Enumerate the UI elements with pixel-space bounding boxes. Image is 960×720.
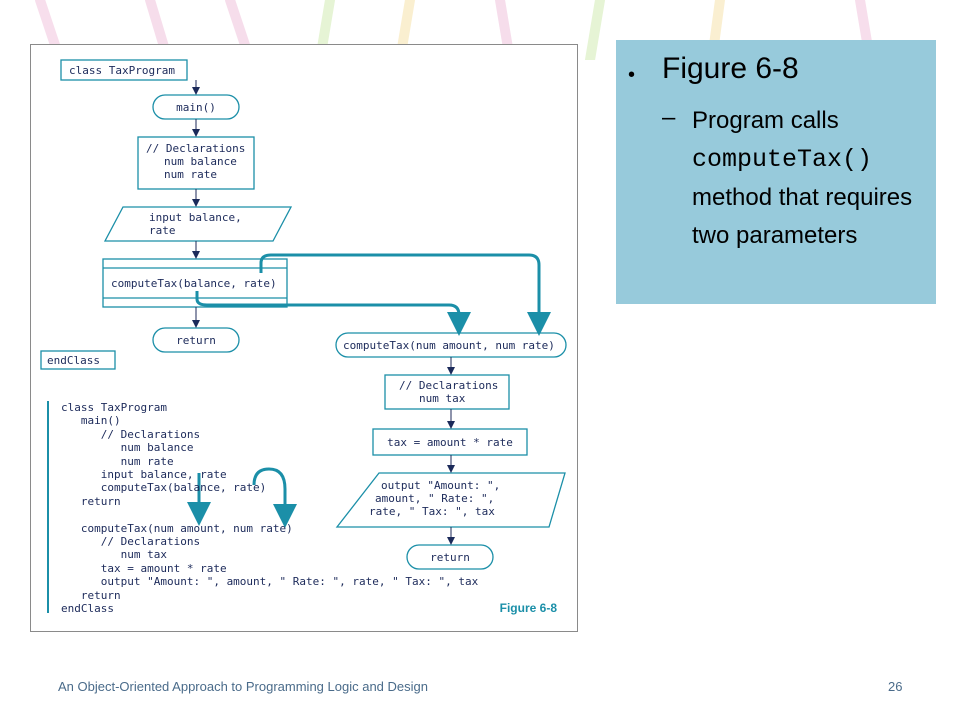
background-decoration	[35, 0, 875, 60]
tax-calc-box	[372, 428, 528, 456]
pseudocode-line-6: input balance, rate	[61, 468, 227, 481]
tax-calc-label: tax = amount * rate	[387, 436, 513, 449]
class-header-label: class TaxProgram	[69, 64, 175, 77]
main-return-terminator	[152, 327, 240, 353]
sub-bullet-suffix: method that requires two parameters	[692, 184, 913, 249]
pseudocode-line-15: return	[61, 588, 121, 602]
flowchart-figure: class TaxProgram main() // Declarations …	[30, 44, 578, 632]
pseudocode-line-10: computeTax(num amount, num rate)	[61, 521, 293, 535]
method-decl-line-2: num tax	[419, 392, 466, 405]
input-parallelogram	[103, 206, 293, 242]
bullet-title: Figure 6-8	[662, 52, 799, 85]
pseudocode-line-1: class TaxProgram	[61, 401, 167, 414]
main-return-label: return	[176, 334, 216, 347]
pseudocode-line-7: computeTax(balance, rate)	[61, 481, 267, 495]
pseudocode-line-14: output "Amount: ", amount, " Rate: ", ra…	[61, 575, 479, 589]
code-arrow-rate	[252, 467, 297, 528]
pseudocode-line-3: // Declarations	[61, 427, 201, 441]
page-number: 26	[888, 679, 903, 694]
main-decl-line-2: num balance	[164, 155, 237, 168]
input-line-2: rate	[149, 224, 176, 237]
sub-bullet-text: Program calls computeTax() method that r…	[692, 102, 932, 255]
main-decl-line-3: num rate	[164, 168, 217, 181]
input-line-1: input balance,	[149, 211, 242, 224]
bullet-callout: • Figure 6-8 – Program calls computeTax(…	[616, 40, 936, 304]
pseudocode-line-5: num rate	[61, 454, 174, 468]
end-class-label: endClass	[47, 354, 100, 367]
output-line-2: amount, " Rate: ",	[375, 492, 494, 505]
main-decl-line-1: // Declarations	[146, 142, 245, 155]
end-class-box	[40, 350, 116, 370]
pseudocode-line-8: return	[61, 494, 121, 508]
sub-bullet-dash: –	[662, 104, 676, 131]
method-header-label: computeTax(num amount, num rate)	[343, 339, 555, 352]
call-label: computeTax(balance, rate)	[111, 277, 277, 290]
method-return-label: return	[430, 551, 470, 564]
param-arrow-rate	[259, 253, 551, 336]
method-declarations-box	[384, 374, 510, 410]
pseudocode-line-16: endClass	[61, 602, 114, 615]
main-declarations-box	[137, 136, 255, 190]
method-return-terminator	[406, 544, 494, 570]
call-process-box	[102, 258, 288, 308]
sub-bullet-prefix: Program calls	[692, 107, 839, 134]
class-header-box	[60, 59, 188, 81]
main-label: main()	[176, 101, 216, 114]
sub-bullet-code: computeTax()	[692, 145, 873, 174]
pseudocode-line-4: num balance	[61, 441, 194, 455]
bullet-marker: •	[628, 64, 636, 86]
output-parallelogram	[335, 472, 566, 528]
flowchart-diagram: class TaxProgram main() // Declarations …	[40, 59, 567, 570]
method-decl-line-1: // Declarations	[399, 379, 498, 392]
figure-caption: Figure 6-8	[499, 601, 557, 615]
pseudocode-line-2: main()	[61, 414, 121, 428]
output-line-1: output "Amount: ",	[381, 479, 500, 492]
pseudocode-line-11: // Declarations	[61, 535, 201, 548]
pseudocode-bar	[47, 401, 49, 613]
footer-title: An Object-Oriented Approach to Programmi…	[58, 679, 428, 694]
output-line-3: rate, " Tax: ", tax	[369, 505, 495, 518]
pseudocode-line-12: num tax	[61, 548, 167, 562]
pseudocode-line-13: tax = amount * rate	[61, 561, 227, 575]
param-arrow-balance	[195, 291, 471, 336]
